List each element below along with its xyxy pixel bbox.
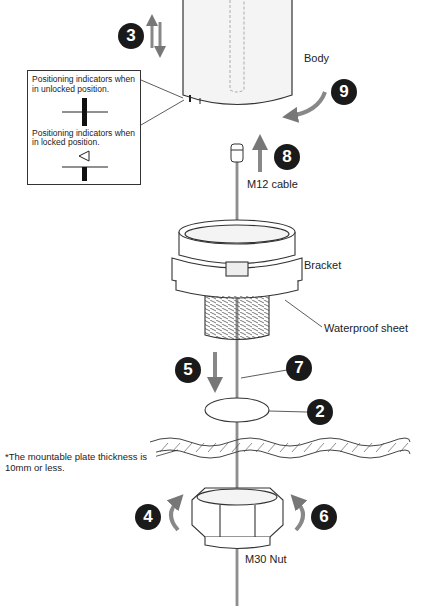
callout-number: 7	[286, 355, 312, 381]
mounting-hole	[205, 398, 269, 422]
rotate-arrow	[290, 92, 325, 116]
insert-arrow	[258, 142, 262, 172]
loosen-arrow	[296, 500, 303, 530]
callout-number: 3	[118, 23, 144, 49]
part-name: Body	[303, 52, 330, 65]
indicator-symbol	[32, 148, 136, 182]
inset-box: Positioning indicators when in unlocked …	[27, 70, 141, 185]
tighten-arrow	[171, 500, 178, 530]
leader-line	[141, 80, 183, 98]
callout-number: 2	[307, 399, 333, 425]
bracket	[172, 220, 302, 340]
rotate-arrow	[159, 22, 162, 52]
part-name: M30 Nut	[244, 553, 288, 566]
part-name: Bracket	[303, 259, 342, 272]
lift-arrow	[151, 20, 154, 48]
insert-arrow	[213, 352, 217, 385]
inset-text: Positioning indicators when in unlocked …	[32, 75, 136, 95]
part-name: M12 cable	[246, 178, 299, 191]
callout-number: 4	[135, 504, 161, 530]
note-text: *The mountable plate thickness is 10mm o…	[4, 451, 156, 474]
callout-number: 5	[175, 357, 201, 383]
leader-line	[269, 411, 307, 412]
callout-number: 8	[274, 144, 300, 170]
callout-number: 9	[331, 79, 357, 105]
inset-text: Positioning indicators when in locked po…	[32, 129, 136, 149]
part-name: Waterproof sheet	[323, 322, 409, 335]
body-cylinder	[183, 0, 292, 105]
callout-number: 6	[311, 504, 337, 530]
m30-nut	[192, 488, 283, 549]
indicator-symbol	[32, 95, 136, 129]
mounting-plate	[150, 438, 410, 458]
leader-line	[141, 100, 184, 125]
leader-line	[285, 300, 322, 327]
leader-line	[241, 370, 287, 378]
